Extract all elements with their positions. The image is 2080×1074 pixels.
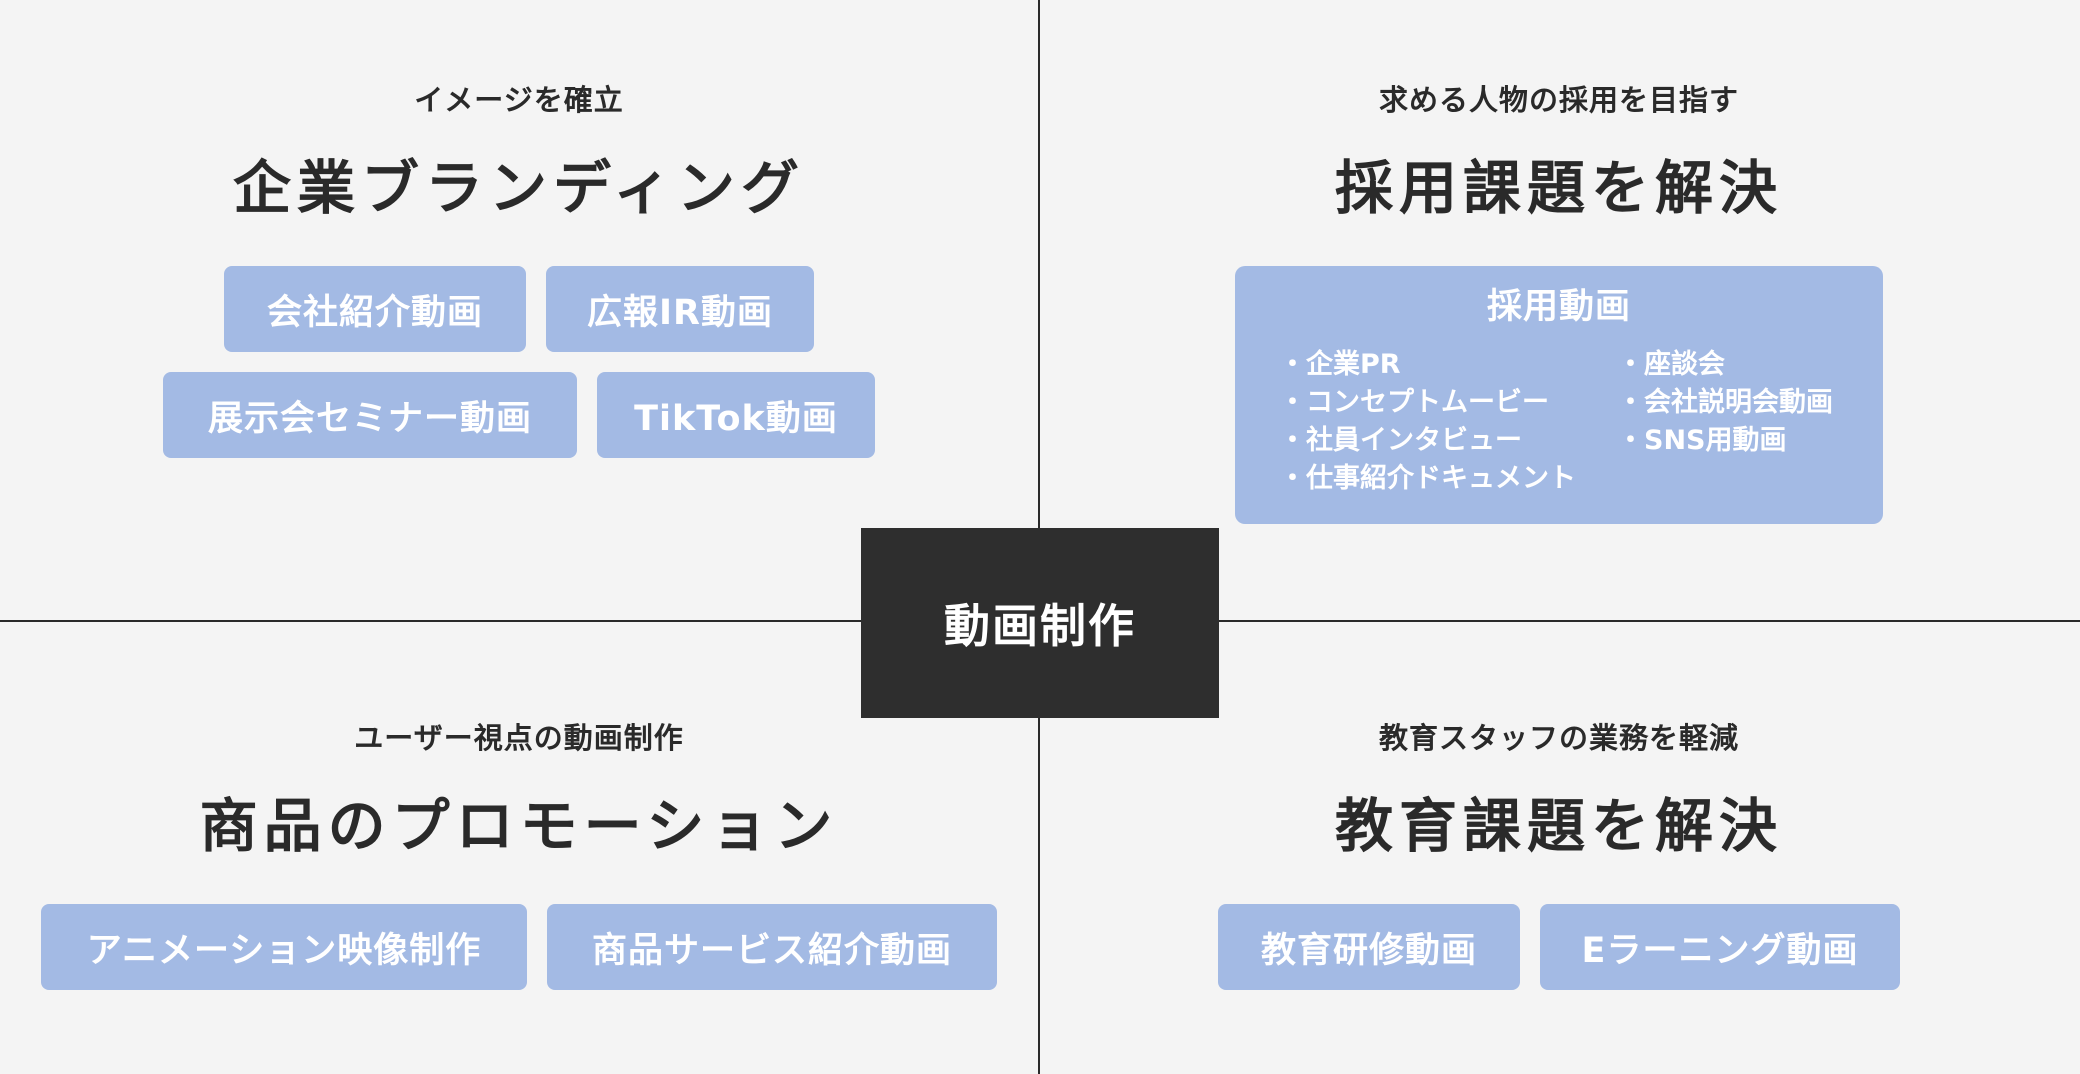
recruitment-list-column-2: 座談会 会社説明会動画 SNS用動画: [1617, 346, 1833, 498]
education-subtitle: 教育スタッフの業務を軽減: [1378, 721, 1739, 755]
promotion-title: 商品のプロモーション: [199, 792, 839, 860]
list-item: コンセプトムービー: [1279, 384, 1617, 422]
promotion-tag-row: アニメーション映像制作 商品サービス紹介動画: [41, 904, 997, 990]
branding-tag-row-1: 会社紹介動画 広報IR動画: [224, 266, 814, 352]
education-title: 教育課題を解決: [1334, 792, 1783, 860]
tag-tiktok-video: TikTok動画: [597, 372, 875, 458]
promotion-subtitle: ユーザー視点の動画制作: [354, 721, 684, 755]
list-item: 社員インタビュー: [1279, 422, 1617, 460]
recruitment-title: 採用課題を解決: [1334, 154, 1783, 222]
center-video-production: 動画制作: [861, 528, 1219, 718]
education-tag-row: 教育研修動画 Eラーニング動画: [1218, 904, 1900, 990]
quadrant-branding: イメージを確立 企業ブランディング 会社紹介動画 広報IR動画 展示会セミナー動…: [0, 78, 1038, 458]
branding-subtitle: イメージを確立: [414, 83, 624, 117]
recruitment-video-list: 企業PR コンセプトムービー 社員インタビュー 仕事紹介ドキュメント 座談会 会…: [1235, 346, 1883, 498]
list-item: 企業PR: [1279, 346, 1617, 384]
quadrant-education: 教育スタッフの業務を軽減 教育課題を解決 教育研修動画 Eラーニング動画: [1040, 716, 2078, 990]
tag-company-intro-video: 会社紹介動画: [224, 266, 526, 352]
recruitment-subtitle: 求める人物の採用を目指す: [1378, 83, 1739, 117]
list-item: 会社説明会動画: [1617, 384, 1833, 422]
list-item: SNS用動画: [1617, 422, 1833, 460]
tag-exhibition-seminar-video: 展示会セミナー動画: [163, 372, 577, 458]
tag-animation-video: アニメーション映像制作: [41, 904, 527, 990]
quadrant-recruitment: 求める人物の採用を目指す 採用課題を解決 採用動画 企業PR コンセプトムービー…: [1040, 78, 2078, 524]
tag-product-service-video: 商品サービス紹介動画: [547, 904, 997, 990]
branding-title: 企業ブランディング: [233, 154, 805, 222]
list-item: 仕事紹介ドキュメント: [1279, 460, 1617, 498]
recruitment-video-box: 採用動画 企業PR コンセプトムービー 社員インタビュー 仕事紹介ドキュメント …: [1235, 266, 1883, 524]
recruitment-video-title: 採用動画: [1486, 287, 1631, 327]
tag-training-video: 教育研修動画: [1218, 904, 1520, 990]
branding-tag-row-2: 展示会セミナー動画 TikTok動画: [163, 372, 875, 458]
list-item: 座談会: [1617, 346, 1833, 384]
recruitment-list-column-1: 企業PR コンセプトムービー 社員インタビュー 仕事紹介ドキュメント: [1279, 346, 1617, 498]
quadrant-promotion: ユーザー視点の動画制作 商品のプロモーション アニメーション映像制作 商品サービ…: [0, 716, 1038, 990]
tag-e-learning-video: Eラーニング動画: [1540, 904, 1900, 990]
tag-pr-ir-video: 広報IR動画: [546, 266, 814, 352]
